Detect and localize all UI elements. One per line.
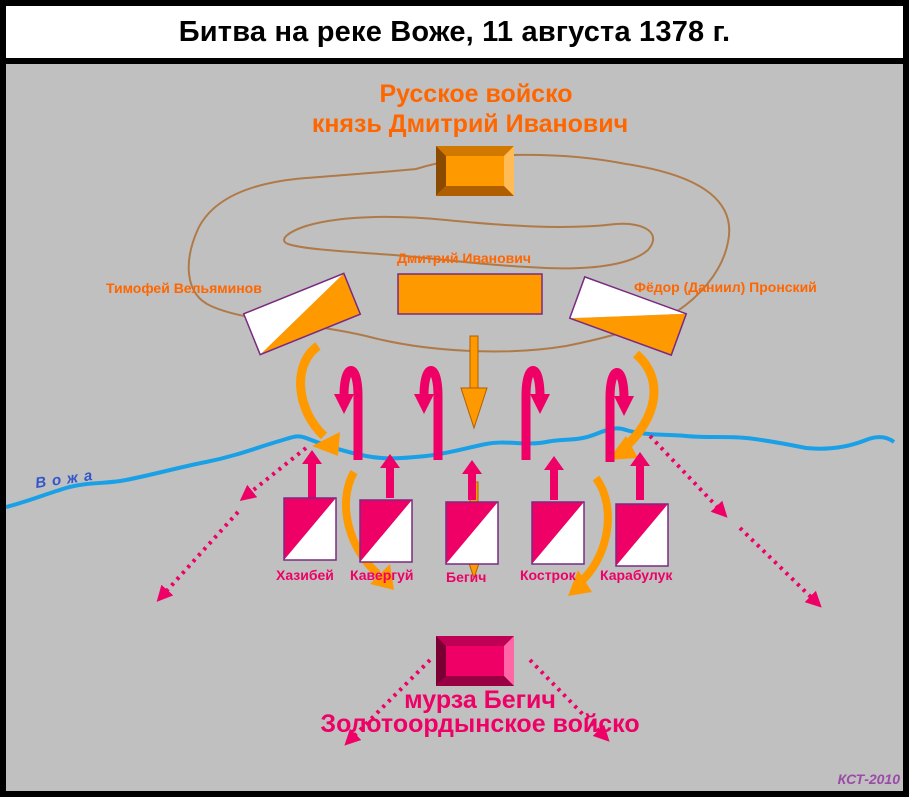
horde-unit-label-khazibei: Хазибей bbox=[276, 567, 334, 583]
title-bar: Битва на реке Воже, 11 августа 1378 г. bbox=[6, 6, 903, 58]
russian-left-flank-arrow bbox=[296, 342, 328, 440]
russian-commander-label: князь Дмитрий Иванович bbox=[312, 110, 628, 138]
horde-retreat-arrows bbox=[156, 434, 822, 746]
map-title: Битва на реке Воже, 11 августа 1378 г. bbox=[178, 15, 731, 48]
russian-center-arrow bbox=[460, 335, 488, 430]
battle-map-svg: Вожа Русское войско князь Дмитрий Иванов… bbox=[6, 80, 901, 787]
hill-outline-inner bbox=[283, 215, 655, 270]
horde-regiment-begich bbox=[445, 501, 499, 565]
horde-unit-label-kostrok: Кострок bbox=[520, 567, 577, 583]
russian-army-label: Русское войско bbox=[379, 80, 572, 108]
horde-regiment-khazibei bbox=[283, 497, 337, 561]
russian-left-flank-arrowhead bbox=[312, 432, 340, 456]
russian-envelop-arrow-1 bbox=[342, 470, 381, 578]
russian-unit-label-center: Дмитрий Иванович bbox=[397, 250, 531, 266]
author-credit: КСТ-2010 bbox=[838, 771, 901, 787]
horde-army-label: Золотоордынское войско bbox=[320, 710, 639, 738]
russian-right-flank-arrowhead bbox=[608, 436, 638, 460]
horde-unit-label-begich: Бегич bbox=[446, 569, 486, 585]
russian-right-flank-arrow bbox=[620, 350, 659, 452]
horde-uturn-arrows bbox=[339, 366, 629, 462]
horde-advance-arrows bbox=[302, 450, 650, 500]
horde-commander-unit bbox=[436, 636, 514, 686]
horde-commander-label: мурза Бегич bbox=[404, 686, 556, 714]
battle-map: Вожа Русское войско князь Дмитрий Иванов… bbox=[6, 64, 903, 791]
russian-center-regiment bbox=[397, 273, 543, 315]
river-vozha bbox=[6, 426, 896, 509]
russian-unit-label-left: Тимофей Вельяминов bbox=[106, 280, 262, 296]
hill-outline-outer bbox=[187, 153, 731, 353]
horde-regiment-kostrok bbox=[531, 501, 585, 565]
russian-envelop-arrowhead-1 bbox=[370, 564, 394, 590]
horde-unit-label-karabuluk: Карабулук bbox=[600, 567, 673, 583]
horde-uturn-arrowheads bbox=[334, 394, 634, 416]
russian-reserve-unit bbox=[436, 146, 514, 196]
russian-right-regiment bbox=[568, 275, 688, 357]
russian-unit-label-right: Фёдор (Даниил) Пронский bbox=[634, 279, 817, 295]
horde-regiment-kavergui bbox=[359, 499, 413, 563]
russian-envelop-arrowhead-2 bbox=[568, 570, 592, 596]
horde-unit-label-kavergui: Кавергуй bbox=[350, 567, 414, 583]
russian-left-regiment bbox=[242, 272, 362, 356]
horde-regiment-karabuluk bbox=[615, 503, 669, 567]
russian-envelop-arrow-2 bbox=[575, 475, 612, 588]
